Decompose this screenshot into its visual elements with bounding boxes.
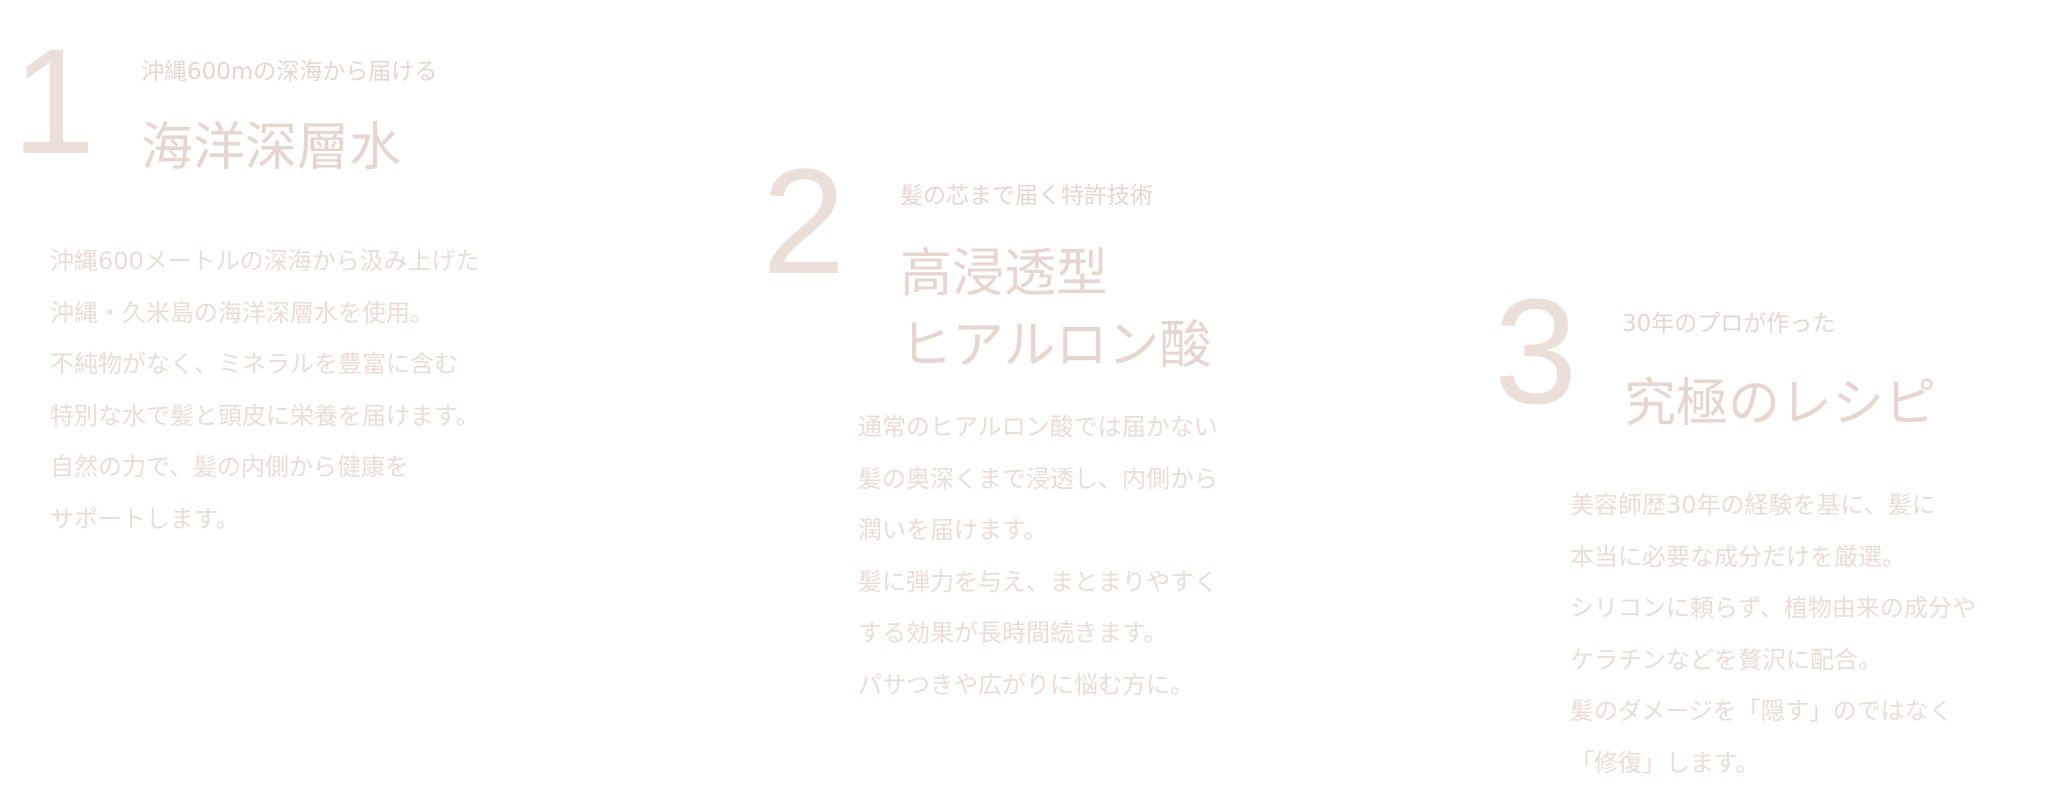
body-line: シリコンに頼らず、植物由来の成分や [1570, 583, 1976, 635]
feature-title: 高浸透型 ヒアルロン酸 [900, 238, 1211, 382]
feature-number: 3 [1494, 276, 1577, 426]
feature-number: 2 [762, 146, 845, 296]
feature-title: 海洋深層水 [141, 112, 401, 184]
body-line: 髪の奥深くまで浸透し、内側から [858, 454, 1218, 506]
feature-title: 究極のレシピ [1624, 368, 1936, 440]
feature-number: 1 [12, 26, 95, 176]
body-line: する効果が長時間続きます。 [858, 608, 1218, 660]
body-line: 髪のダメージを「隠す」のではなく [1570, 686, 1976, 738]
body-line: 美容師歴30年の経験を基に、髪に [1570, 480, 1976, 532]
body-line: 沖縄600メートルの深海から汲み上げた [50, 236, 480, 288]
body-line: 自然の力で、髪の内側から健康を [50, 442, 480, 494]
body-line: 潤いを届けます。 [858, 505, 1218, 557]
title-line: 究極のレシピ [1624, 368, 1936, 440]
feature-body: 通常のヒアルロン酸では届かない 髪の奥深くまで浸透し、内側から 潤いを届けます。… [858, 402, 1218, 711]
feature-subtitle: 30年のプロが作った [1622, 304, 1835, 338]
feature-body: 美容師歴30年の経験を基に、髪に 本当に必要な成分だけを厳選。 シリコンに頼らず… [1570, 480, 1976, 789]
title-line: ヒアルロン酸 [900, 310, 1211, 382]
body-line: サポートします。 [50, 494, 480, 546]
body-line: 特別な水で髪と頭皮に栄養を届けます。 [50, 391, 480, 443]
body-line: パサつきや広がりに悩む方に。 [858, 660, 1218, 712]
title-line: 海洋深層水 [141, 112, 401, 184]
body-line: 本当に必要な成分だけを厳選。 [1570, 532, 1976, 584]
title-line: 高浸透型 [900, 238, 1211, 310]
body-line: 「修復」します。 [1570, 738, 1976, 789]
feature-subtitle: 沖縄600mの深海から届ける [141, 52, 437, 86]
body-line: 通常のヒアルロン酸では届かない [858, 402, 1218, 454]
body-line: 沖縄・久米島の海洋深層水を使用。 [50, 288, 480, 340]
body-line: 髪に弾力を与え、まとまりやすく [858, 557, 1218, 609]
feature-body: 沖縄600メートルの深海から汲み上げた 沖縄・久米島の海洋深層水を使用。 不純物… [50, 236, 480, 545]
body-line: ケラチンなどを贅沢に配合。 [1570, 635, 1976, 687]
body-line: 不純物がなく、ミネラルを豊富に含む [50, 339, 480, 391]
feature-subtitle: 髪の芯まで届く特許技術 [900, 176, 1153, 210]
